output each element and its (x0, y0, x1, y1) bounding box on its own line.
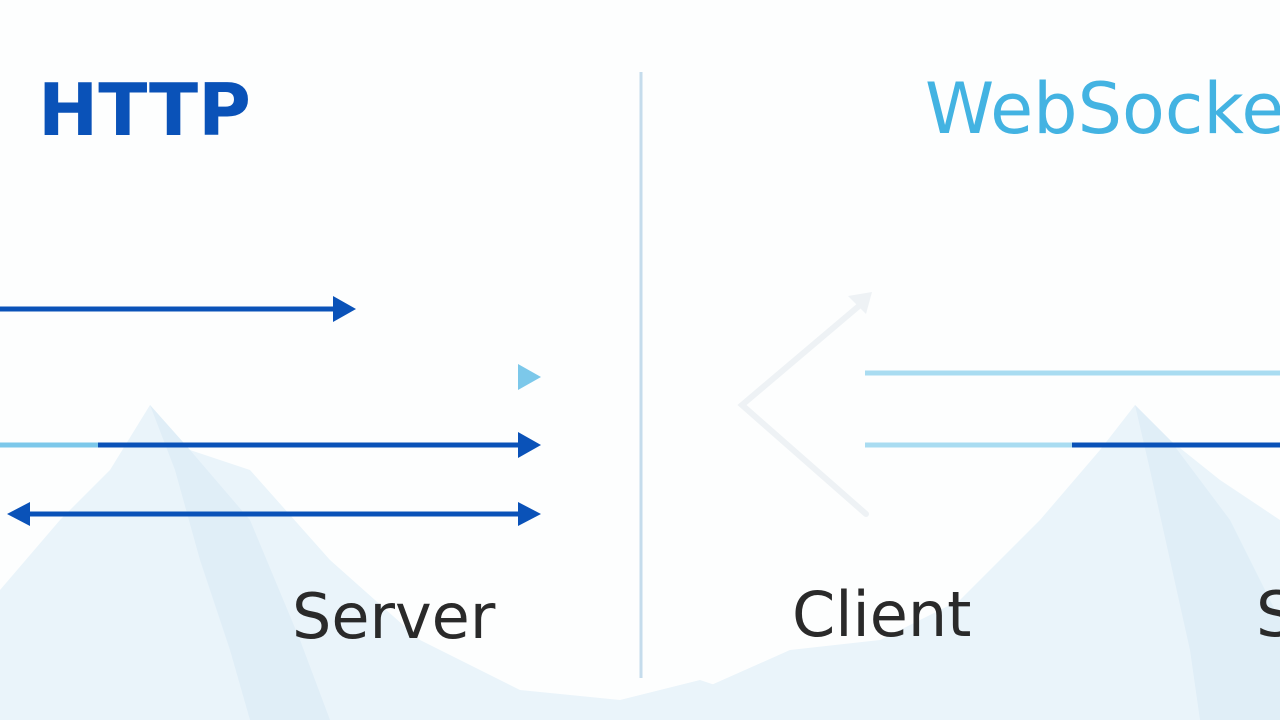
http-server-label: Server (292, 580, 496, 653)
mountain-background (0, 405, 1280, 720)
websocket-client-label: Client (792, 578, 972, 651)
http-arrows (0, 296, 541, 526)
arrowhead-right-icon (518, 364, 541, 390)
arrowhead-left-icon (7, 502, 30, 526)
faint-arrowhead-icon (848, 292, 872, 314)
websocket-lines (865, 370, 1280, 448)
arrowhead-right-icon (518, 432, 541, 458)
http-title: HTTP (38, 68, 251, 152)
mountain-left (0, 405, 760, 720)
websocket-server-label-partial: S (1256, 578, 1280, 651)
mountain-right-shade (1135, 405, 1280, 720)
mountain-right (640, 405, 1280, 720)
faint-chevron-icon (737, 297, 869, 517)
arrowhead-right-icon (333, 296, 356, 322)
arrowhead-right-icon (518, 502, 541, 526)
websocket-title: WebSocke (925, 68, 1280, 150)
websocket-faint-arrow (737, 292, 872, 517)
mountain-left-shade (150, 405, 330, 720)
